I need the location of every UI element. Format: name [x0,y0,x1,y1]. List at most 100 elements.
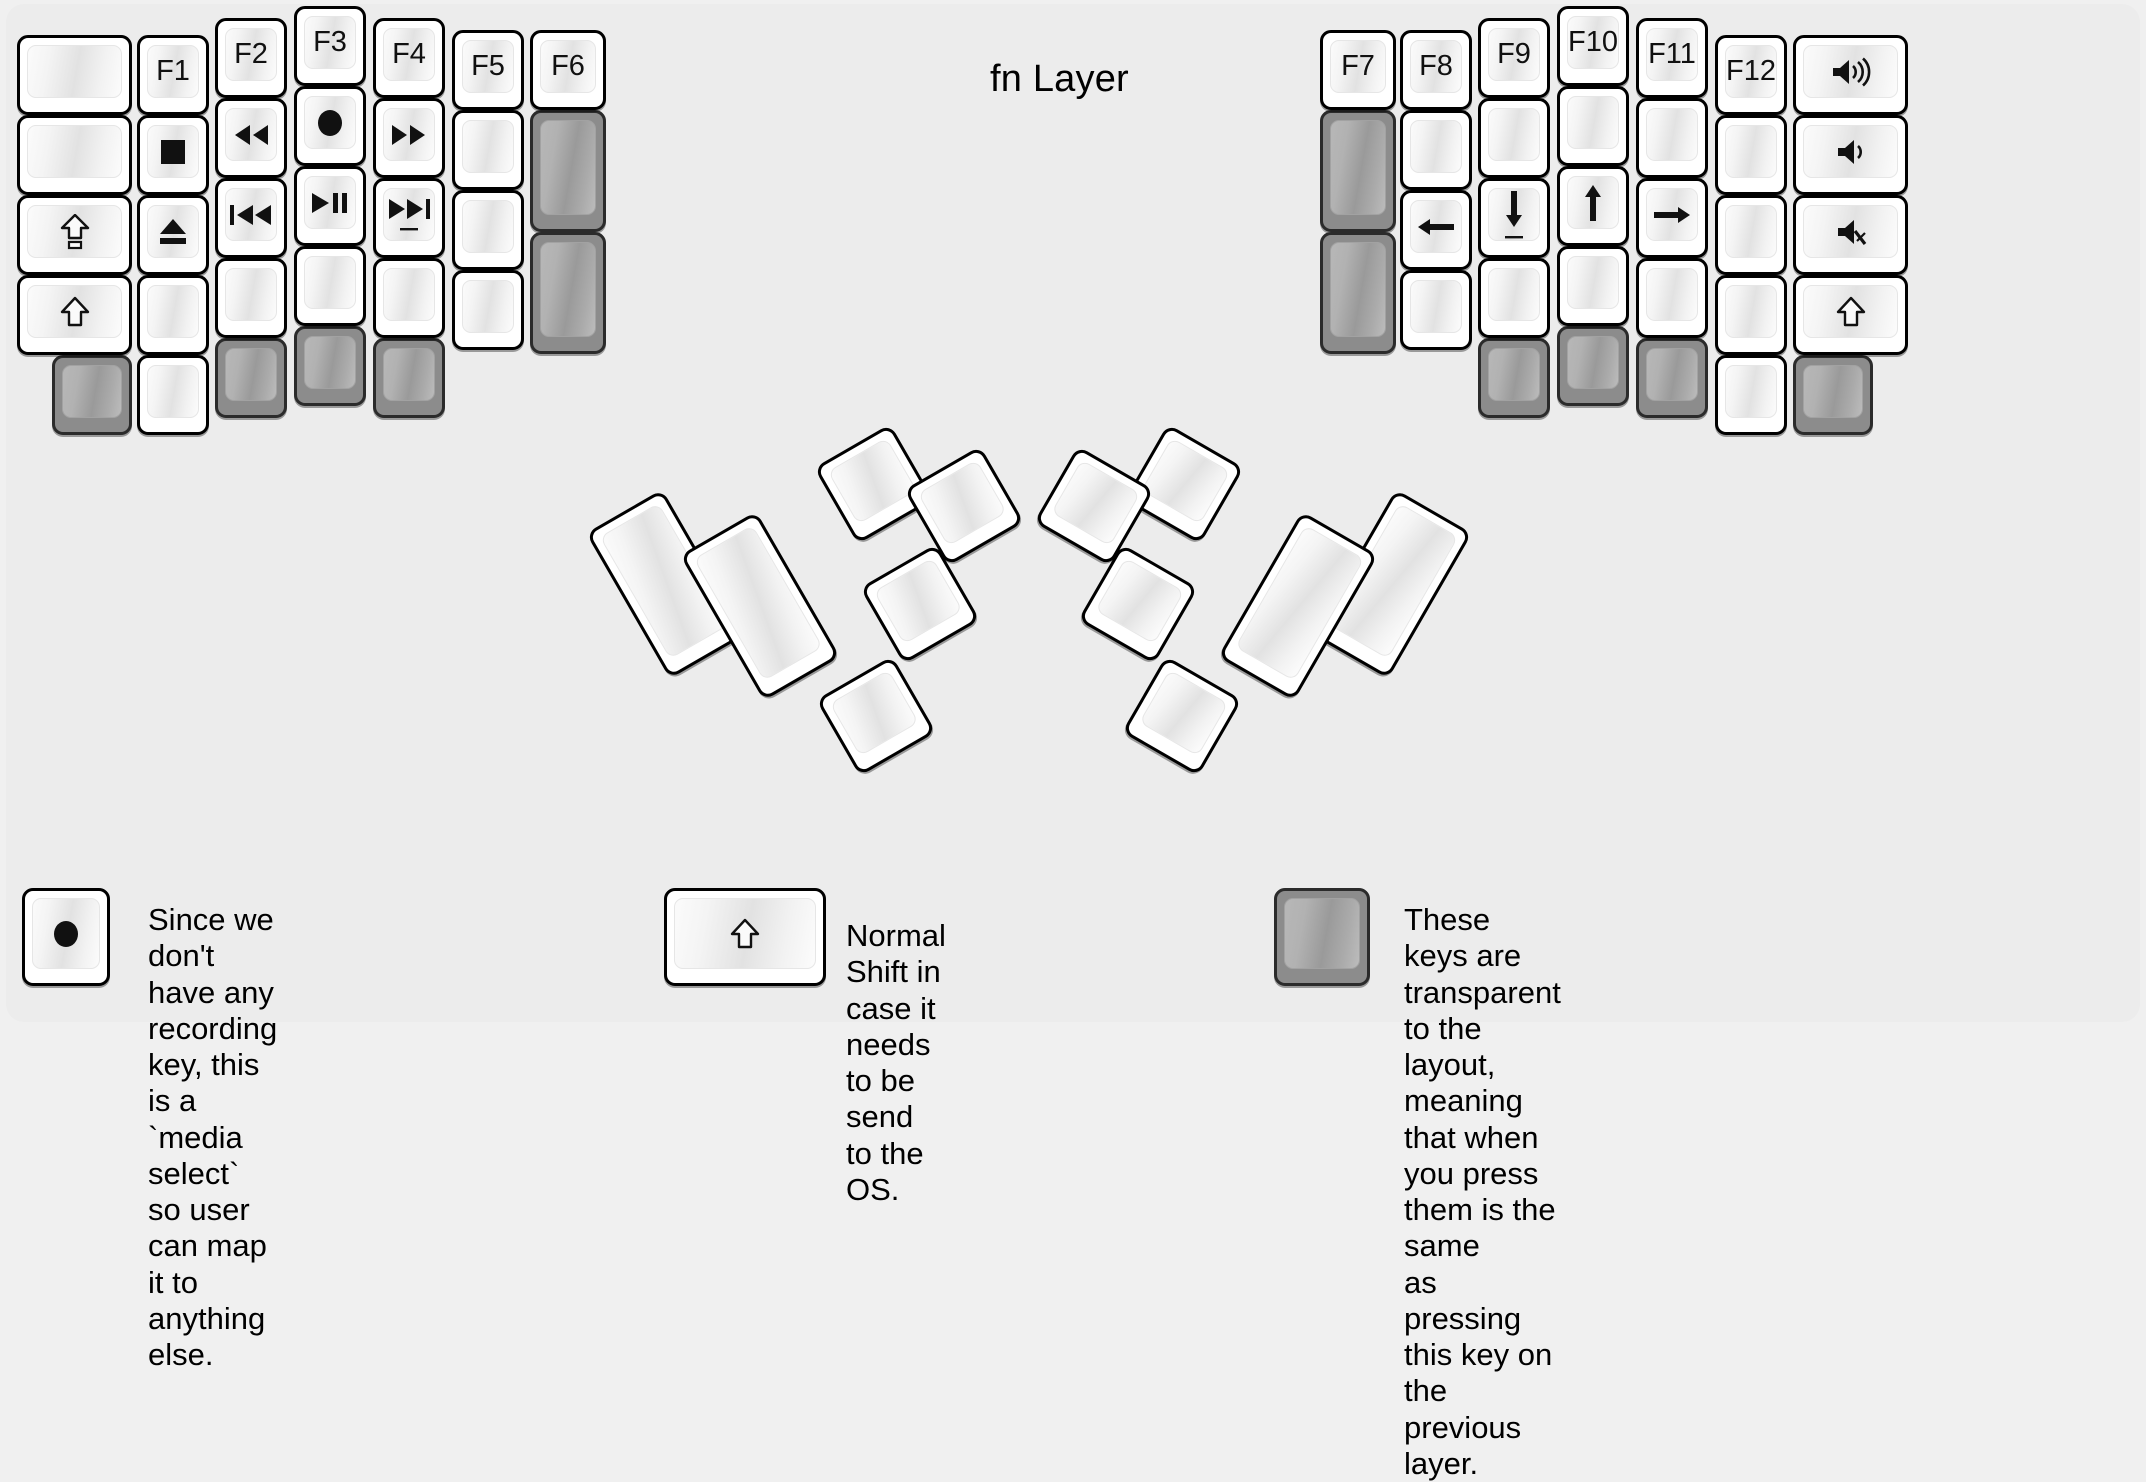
key-left-f2-column-4[interactable] [215,338,287,418]
key-left-f5-column-1[interactable] [452,110,524,190]
key-right-f7-column-0[interactable]: F7 [1320,30,1396,110]
key-right-f8-column-0[interactable]: F8 [1400,30,1472,110]
page-title: fn Layer [990,58,1129,100]
key-label: F7 [1341,50,1375,82]
key-cap [1646,108,1698,161]
key-right-f11-column-1[interactable] [1636,98,1708,178]
key-label: F6 [551,50,585,82]
key-label: F8 [1419,50,1453,82]
key-right-f9-column-2[interactable] [1478,178,1550,258]
media-rewind-icon [232,123,270,147]
key-left-f2-column-1[interactable] [215,98,287,178]
key-left-f5-column-0[interactable]: F5 [452,30,524,110]
key-label: F2 [234,38,268,70]
key-left-f3-column-4[interactable] [294,326,366,406]
key-right-f8-column-1[interactable] [1400,110,1472,190]
key-cap [1567,176,1619,229]
legend-text-0: Since we don't have any recording key, t… [148,902,278,1373]
key-left-f1-column-4[interactable] [137,355,209,435]
key-left-outer-column-4[interactable] [52,355,132,435]
key-right-f10-column-1[interactable] [1557,86,1629,166]
key-cap [1567,336,1619,389]
key-left-f1-column-3[interactable] [137,275,209,355]
legend-key-sample-2 [1274,888,1370,986]
key-left-f2-column-0[interactable]: F2 [215,18,287,98]
key-cap [1330,242,1386,337]
key-left-f5-column-3[interactable] [452,270,524,350]
key-right-f12-column-3[interactable] [1715,275,1787,355]
key-right-f9-column-4[interactable] [1478,338,1550,418]
key-left-outer-column-1[interactable] [17,115,132,195]
key-cap [147,125,199,178]
key-right-f12-column-0[interactable]: F12 [1715,35,1787,115]
key-label: F11 [1648,38,1696,70]
key-right-f7-column-1[interactable] [1320,110,1396,232]
media-previous-icon [229,203,273,227]
key-left-f2-column-2[interactable] [215,178,287,258]
key-left-f4-column-3[interactable] [373,258,445,338]
key-left-f3-column-3[interactable] [294,246,366,326]
key-left-f1-column-2[interactable] [137,195,209,275]
key-left-f4-column-2[interactable] [373,178,445,258]
key-right-f12-column-4[interactable] [1715,355,1787,435]
key-right-f9-column-3[interactable] [1478,258,1550,338]
key-right-f12-column-2[interactable] [1715,195,1787,275]
key-cap [147,365,199,418]
key-cap [304,96,356,149]
key-cap: F5 [462,40,514,93]
key-left-f4-column-0[interactable]: F4 [373,18,445,98]
key-left-f5-column-2[interactable] [452,190,524,270]
key-cap [27,285,122,338]
key-left-outer-column-2[interactable] [17,195,132,275]
key-right-f9-column-0[interactable]: F9 [1478,18,1550,98]
key-right-volume-column-4[interactable] [1793,355,1873,435]
key-right-f10-column-4[interactable] [1557,326,1629,406]
key-right-f10-column-2[interactable] [1557,166,1629,246]
key-right-f8-column-3[interactable] [1400,270,1472,350]
key-right-f11-column-3[interactable] [1636,258,1708,338]
key-right-f8-column-2[interactable] [1400,190,1472,270]
key-left-f6-column-0[interactable]: F6 [530,30,606,110]
legend-text-2: These keys are transparent to the layout… [1404,902,1561,1481]
key-right-f12-column-1[interactable] [1715,115,1787,195]
key-left-f6-column-2[interactable] [530,232,606,354]
key-cap [1725,125,1777,178]
media-next-icon [387,197,431,232]
key-left-outer-column-3[interactable] [17,275,132,355]
key-left-f2-column-3[interactable] [215,258,287,338]
key-left-f1-column-0[interactable]: F1 [137,35,209,115]
key-cap [1410,120,1462,173]
key-right-f11-column-4[interactable] [1636,338,1708,418]
key-left-f3-column-0[interactable]: F3 [294,6,366,86]
key-left-f4-column-1[interactable] [373,98,445,178]
keyboard-layout-diagram: fn Layer F1 F2 F3 F4 F5 F6 F7 F8 F9 F10 F11 F12 Sin… [17,6,1908,1481]
key-right-volume-column-3[interactable] [1793,275,1908,355]
key-right-f10-column-3[interactable] [1557,246,1629,326]
key-cap [383,108,435,161]
key-label: F9 [1497,38,1531,70]
key-left-f3-column-2[interactable] [294,166,366,246]
key-cap [1488,188,1540,241]
key-left-f6-column-1[interactable] [530,110,606,232]
key-cap [462,120,514,173]
key-cap [304,176,356,229]
key-left-outer-column-0[interactable] [17,35,132,115]
key-cap [1330,120,1386,215]
key-cap [1803,365,1863,418]
key-right-volume-column-1[interactable] [1793,115,1908,195]
key-right-f7-column-2[interactable] [1320,232,1396,354]
key-cap [383,268,435,321]
key-cap [1410,280,1462,333]
key-right-f9-column-1[interactable] [1478,98,1550,178]
key-left-f4-column-4[interactable] [373,338,445,418]
key-right-volume-column-2[interactable] [1793,195,1908,275]
key-left-f1-column-1[interactable] [137,115,209,195]
key-right-volume-column-0[interactable] [1793,35,1908,115]
key-right-f11-column-2[interactable] [1636,178,1708,258]
key-right-f10-column-0[interactable]: F10 [1557,6,1629,86]
key-cap: F3 [304,16,356,69]
key-right-f11-column-0[interactable]: F11 [1636,18,1708,98]
key-left-f3-column-1[interactable] [294,86,366,166]
media-record-icon [315,108,345,138]
media-eject-icon [158,217,188,247]
